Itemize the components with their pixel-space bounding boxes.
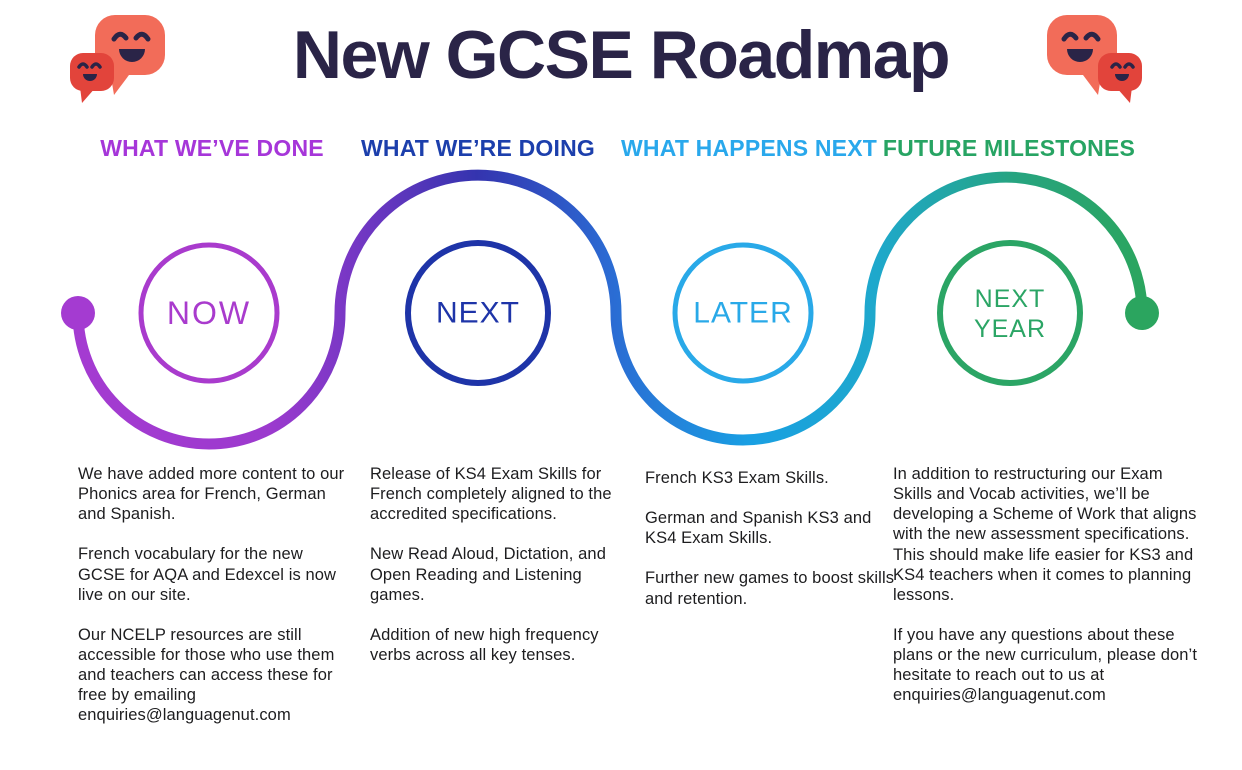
milestone-circle-next: [405, 240, 551, 386]
paragraph: In addition to restructuring our Exam Sk…: [893, 465, 1197, 604]
eye-icon: [1083, 31, 1101, 42]
mouth-icon: [119, 49, 145, 62]
eye-icon: [90, 62, 102, 69]
paragraph: If you have any questions about these pl…: [893, 625, 1198, 705]
speech-bubbles-icon: [1047, 15, 1142, 103]
roadmap-wave-path: [72, 169, 1148, 450]
paragraph: French KS3 Exam Skills.: [645, 469, 829, 487]
eye-icon: [133, 31, 151, 42]
text-column-what-were-doing: Release of KS4 Exam Skills for French co…: [370, 464, 628, 685]
column-header-future-milestones: FUTURE MILESTONES: [882, 135, 1136, 161]
paragraph: French vocabulary for the new GCSE for A…: [78, 545, 337, 604]
milestone-circle-next-year: [937, 240, 1083, 386]
small-speech-bubble: [1098, 53, 1142, 103]
paragraph: Addition of new high frequency verbs acr…: [370, 625, 599, 664]
eye-icon: [1123, 62, 1135, 69]
milestone-label-now: NOW: [167, 295, 251, 331]
eye-icon: [111, 31, 129, 42]
small-speech-bubble: [70, 53, 114, 103]
column-header-what-happens-next: WHAT HAPPENS NEXT: [621, 135, 877, 161]
text-column-what-weve-done: We have added more content to our Phonic…: [78, 464, 350, 745]
column-header-what-weve-done: WHAT WE’VE DONE: [100, 135, 324, 161]
speech-bubbles-icon: [70, 15, 165, 103]
paragraph: New Read Aloud, Dictation, and Open Read…: [370, 545, 606, 604]
eye-icon: [1110, 62, 1122, 69]
milestone-label-next-year-line1: NEXT: [975, 285, 1046, 313]
path-end-dot: [1125, 296, 1159, 330]
eye-icon: [77, 62, 89, 69]
eye-icon: [1061, 31, 1079, 42]
milestone-circle-later: [672, 242, 814, 384]
text-column-what-happens-next: French KS3 Exam Skills. German and Spani…: [645, 468, 895, 629]
page-title: New GCSE Roadmap: [292, 17, 951, 93]
milestone-label-later: LATER: [693, 297, 792, 330]
mouth-icon: [83, 74, 97, 81]
paragraph: Our NCELP resources are still accessible…: [78, 625, 335, 725]
path-start-dot: [61, 296, 95, 330]
mouth-icon: [1067, 49, 1093, 62]
milestone-label-next: NEXT: [436, 297, 520, 330]
paragraph: German and Spanish KS3 and KS4 Exam Skil…: [645, 509, 872, 548]
paragraph: Release of KS4 Exam Skills for French co…: [370, 465, 612, 524]
paragraph: Further new games to boost skills and re…: [645, 569, 895, 608]
paragraph: We have added more content to our Phonic…: [78, 465, 345, 524]
milestone-circle-now: [138, 242, 280, 384]
mouth-icon: [1115, 74, 1129, 81]
milestone-label-next-year-line2: YEAR: [974, 315, 1046, 343]
column-header-what-were-doing: WHAT WE’RE DOING: [360, 135, 596, 161]
text-column-future-milestones: In addition to restructuring our Exam Sk…: [893, 464, 1199, 725]
